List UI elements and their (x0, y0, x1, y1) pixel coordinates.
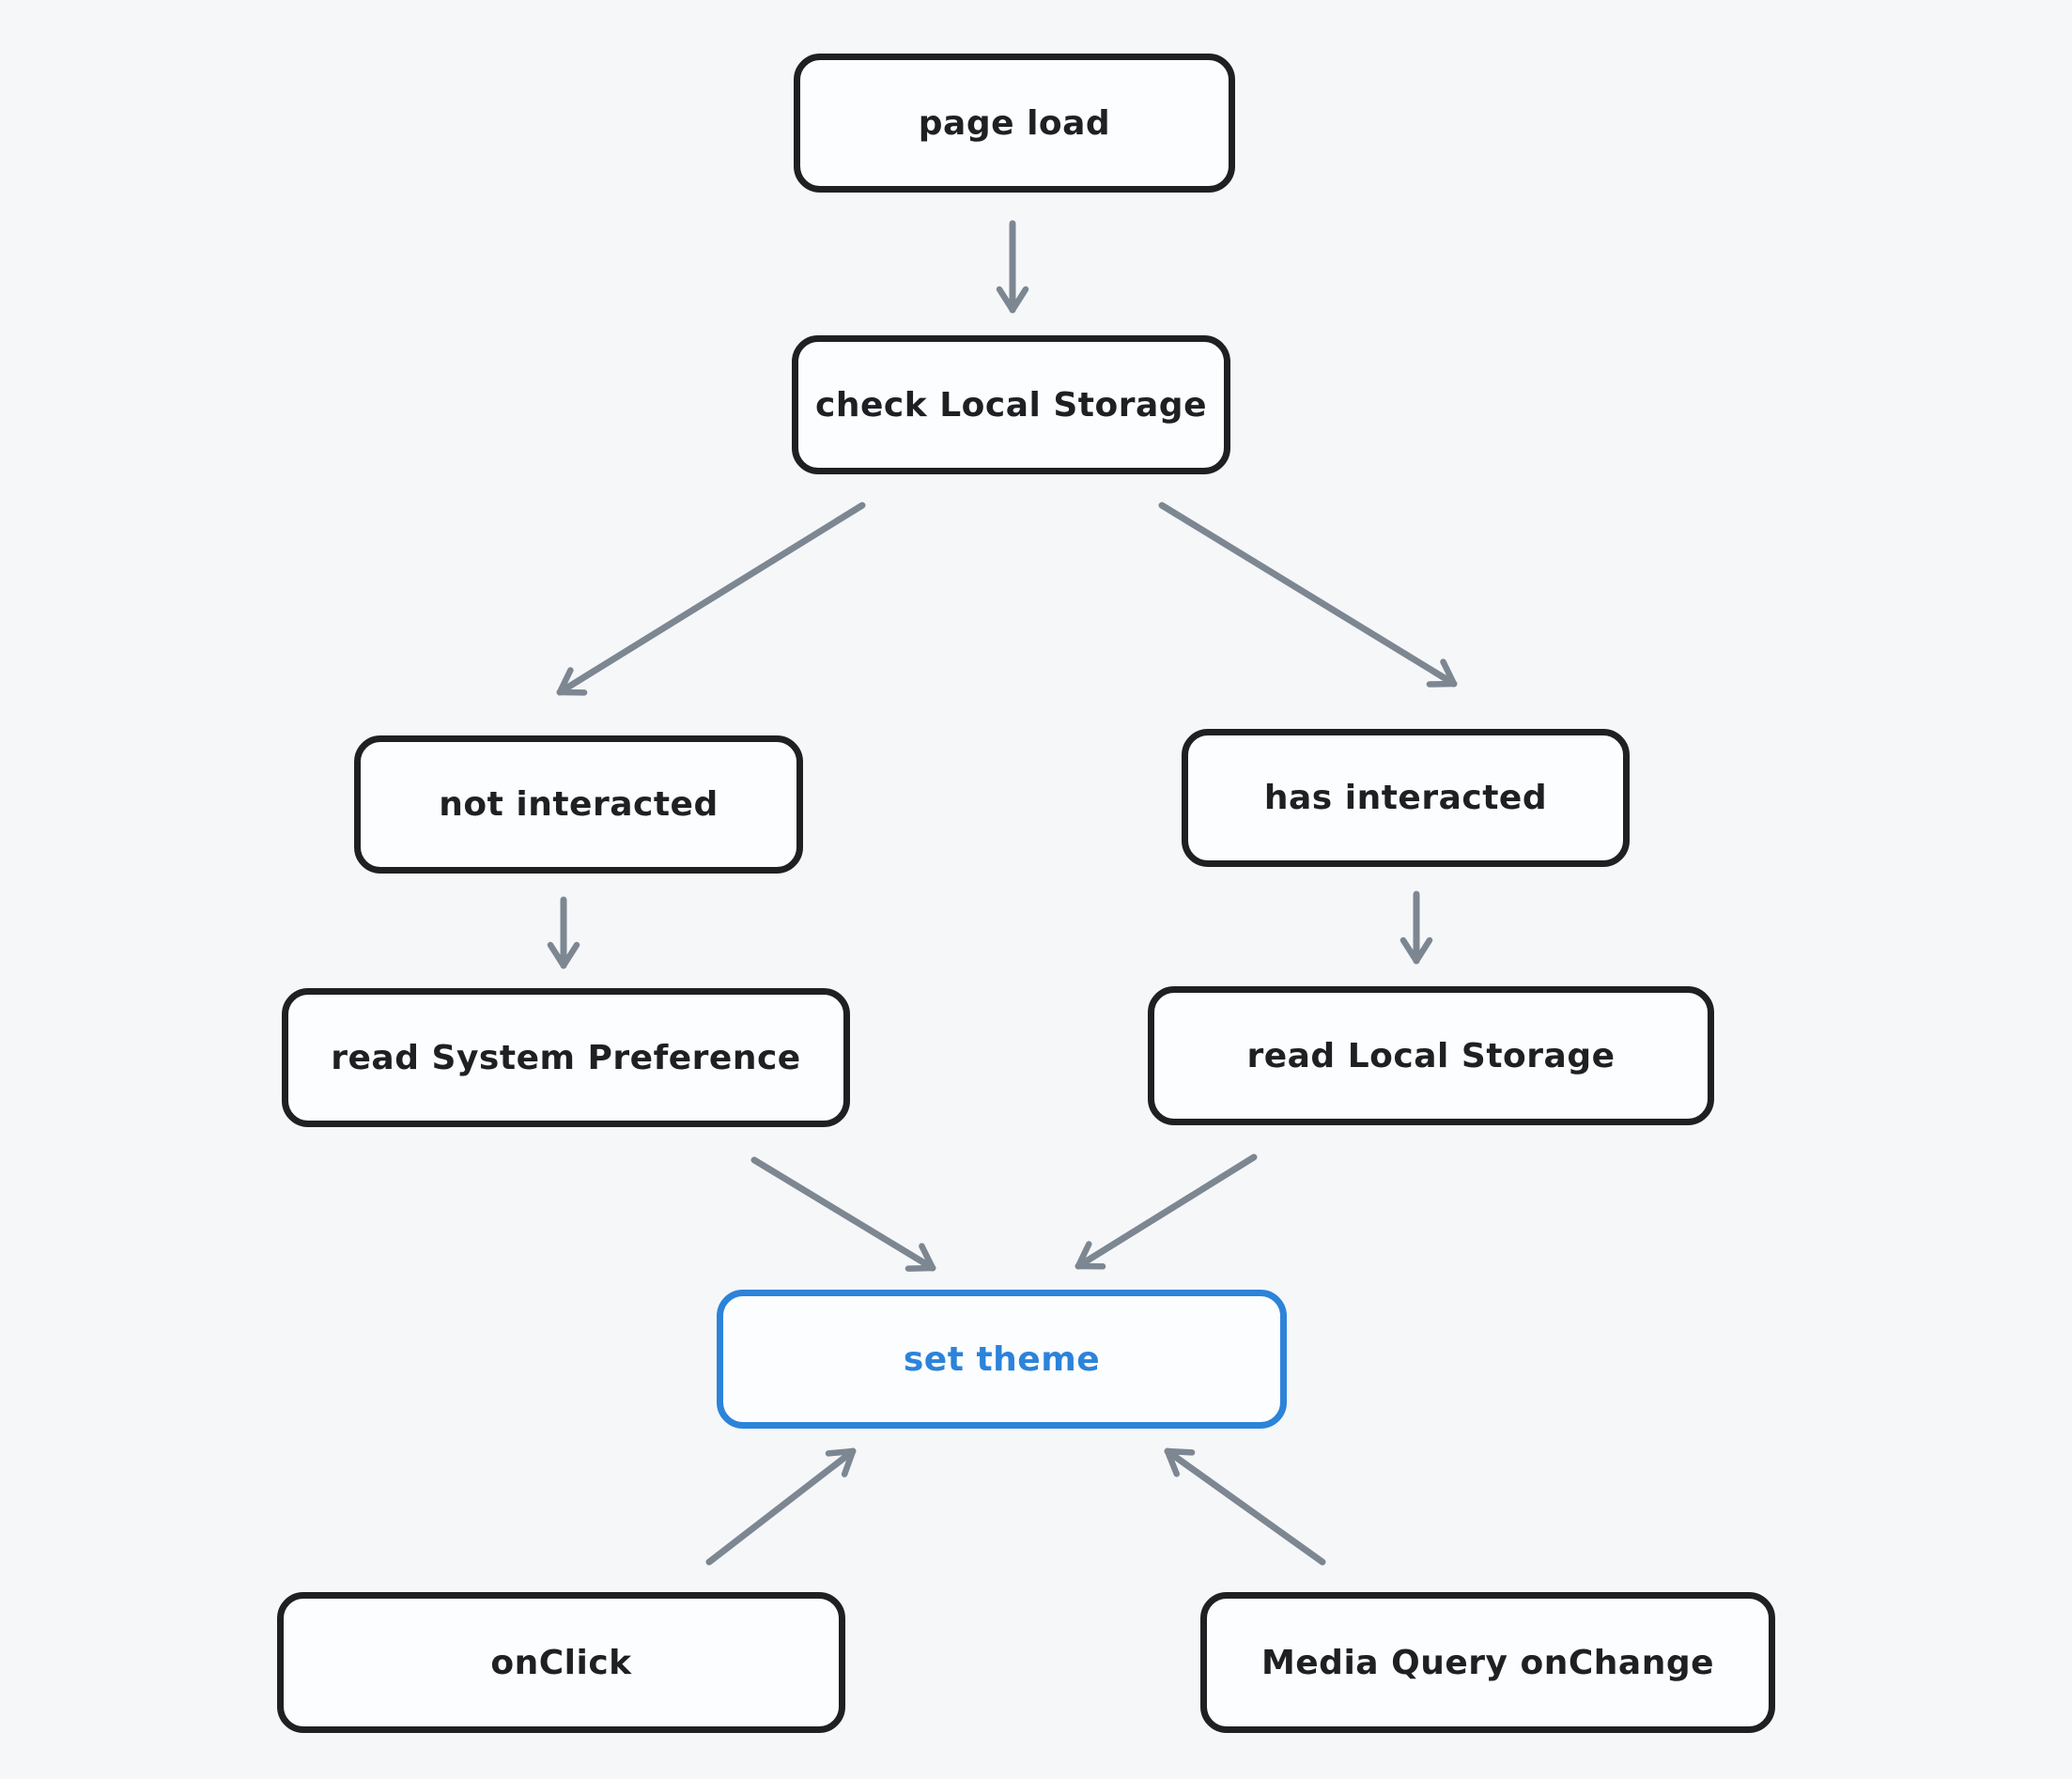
node-onclick: onClick (277, 1592, 845, 1733)
node-label: set theme (903, 1339, 1101, 1379)
edge-checkstorage-to-notinteracted (556, 502, 866, 696)
node-set-theme: set theme (717, 1290, 1287, 1429)
edge-onclick-to-settheme (705, 1447, 857, 1566)
node-label: read System Preference (331, 1038, 801, 1077)
node-read-local-storage: read Local Storage (1148, 986, 1714, 1125)
node-label: page load (918, 103, 1111, 143)
node-label: read Local Storage (1246, 1036, 1616, 1075)
edge-checkstorage-to-hasinteracted (1158, 502, 1458, 688)
edge-mediaquery-to-settheme (1164, 1447, 1326, 1566)
edge-readsystem-to-settheme (750, 1156, 936, 1272)
node-media-query-onchange: Media Query onChange (1200, 1592, 1775, 1733)
node-label: Media Query onChange (1260, 1643, 1715, 1682)
node-read-system-preference: read System Preference (282, 988, 850, 1127)
node-label: check Local Storage (815, 385, 1207, 425)
edge-readstorage-to-settheme (1075, 1153, 1258, 1270)
node-label: has interacted (1263, 779, 1548, 817)
node-not-interacted: not interacted (354, 735, 803, 874)
node-check-local-storage: check Local Storage (792, 335, 1230, 474)
node-page-load: page load (794, 54, 1235, 193)
node-label: onClick (490, 1643, 632, 1682)
node-has-interacted: has interacted (1182, 729, 1630, 867)
node-label: not interacted (439, 785, 719, 824)
